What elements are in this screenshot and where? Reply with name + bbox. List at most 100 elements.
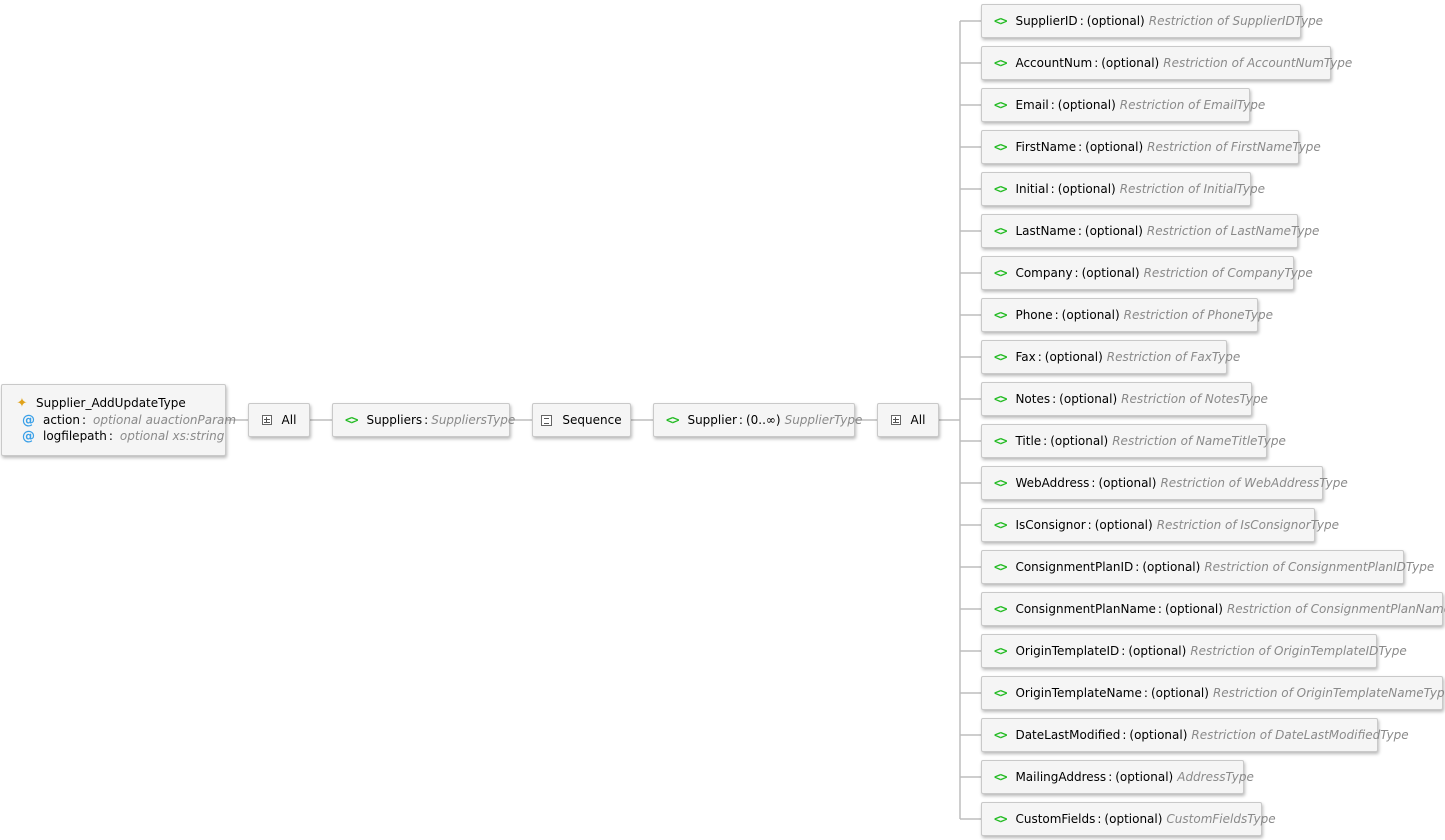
element-name: DateLastModified xyxy=(1015,728,1121,742)
element-type: Restriction of NotesType xyxy=(1121,392,1268,406)
element-name: OriginTemplateID xyxy=(1015,644,1120,658)
element-type: SupplierType xyxy=(784,413,863,427)
element-type: Restriction of ConsignmentPlanIDType xyxy=(1204,560,1435,574)
element-name: MailingAddress xyxy=(1015,770,1107,784)
element-occurrence: (optional) xyxy=(1164,602,1223,616)
attribute-colon: : xyxy=(108,429,113,443)
attribute-name: action xyxy=(43,413,80,427)
element-box-accountnum[interactable]: <>AccountNum:(optional)Restriction of Ac… xyxy=(981,46,1352,80)
element-name: CustomFields xyxy=(1015,812,1096,826)
element-occurrence: (optional) xyxy=(1094,518,1153,532)
sequence-compositor-icon xyxy=(541,414,553,426)
root-complex-type-box[interactable]: ✦ Supplier_AddUpdateType @ action : opti… xyxy=(1,384,236,456)
element-name: Company xyxy=(1015,266,1073,280)
element-icon: <> xyxy=(994,182,1007,196)
element-name: IsConsignor xyxy=(1015,518,1086,532)
element-colon: : xyxy=(1087,518,1092,532)
element-icon: <> xyxy=(994,602,1007,616)
element-colon: : xyxy=(1050,98,1055,112)
element-occurrence: (optional) xyxy=(1044,350,1103,364)
element-occurrence: (optional) xyxy=(1084,224,1143,238)
element-colon: : xyxy=(1050,182,1055,196)
element-colon: : xyxy=(1074,266,1079,280)
element-icon: <> xyxy=(994,224,1007,238)
element-box-title[interactable]: <>Title:(optional)Restriction of NameTit… xyxy=(981,424,1286,458)
element-type: Restriction of OriginTemplateNameType xyxy=(1212,686,1445,700)
element-icon: <> xyxy=(345,413,358,427)
attribute-row[interactable]: @ logfilepath : optional xs:string xyxy=(14,428,224,444)
element-box-isconsignor[interactable]: <>IsConsignor:(optional)Restriction of I… xyxy=(981,508,1339,542)
element-colon: : xyxy=(1091,476,1096,490)
element-type: Restriction of InitialType xyxy=(1119,182,1266,196)
element-type: Restriction of DateLastModifiedType xyxy=(1191,728,1409,742)
element-box-supplier[interactable]: <> Supplier : (0..∞) SupplierType xyxy=(653,403,862,437)
sequence-compositor-box[interactable]: Sequence xyxy=(532,403,631,437)
element-colon: : xyxy=(1135,560,1140,574)
element-occurrence: (optional) xyxy=(1057,182,1116,196)
element-colon: : xyxy=(1157,602,1162,616)
element-colon: : xyxy=(1078,140,1083,154)
element-box-origintemplateid[interactable]: <>OriginTemplateID:(optional)Restriction… xyxy=(981,634,1407,668)
compositor-label: All xyxy=(281,413,297,427)
element-type: Restriction of NameTitleType xyxy=(1112,434,1286,448)
element-box-firstname[interactable]: <>FirstName:(optional)Restriction of Fir… xyxy=(981,130,1321,164)
element-box-lastname[interactable]: <>LastName:(optional)Restriction of Last… xyxy=(981,214,1319,248)
element-box-phone[interactable]: <>Phone:(optional)Restriction of PhoneTy… xyxy=(981,298,1273,332)
element-colon: : xyxy=(1097,812,1102,826)
element-name: ConsignmentPlanID xyxy=(1015,560,1134,574)
compositor-label: Sequence xyxy=(562,413,622,427)
attribute-name: logfilepath xyxy=(43,429,107,443)
element-box-email[interactable]: <>Email:(optional)Restriction of EmailTy… xyxy=(981,88,1265,122)
element-name: OriginTemplateName xyxy=(1015,686,1142,700)
element-occurrence: (optional) xyxy=(1150,686,1209,700)
element-occurrence: (optional) xyxy=(1085,140,1144,154)
element-type: Restriction of FaxType xyxy=(1106,350,1241,364)
attribute-type: auactionParam xyxy=(145,413,237,427)
element-colon: : xyxy=(424,413,429,427)
element-type: Restriction of OriginTemplateIDType xyxy=(1190,644,1407,658)
element-box-consignmentplanname[interactable]: <>ConsignmentPlanName:(optional)Restrict… xyxy=(981,592,1445,626)
element-occurrence: (optional) xyxy=(1101,56,1160,70)
element-occurrence: (optional) xyxy=(1086,14,1145,28)
element-box-datelastmodified[interactable]: <>DateLastModified:(optional)Restriction… xyxy=(981,718,1409,752)
element-icon: <> xyxy=(994,56,1007,70)
element-occurrence: (optional) xyxy=(1081,266,1140,280)
element-name: AccountNum xyxy=(1015,56,1093,70)
element-box-consignmentplanid[interactable]: <> ConsignmentPlanID:(optional)Restrictio… xyxy=(981,550,1434,584)
element-icon: <> xyxy=(994,434,1007,448)
all-compositor-box[interactable]: All xyxy=(877,403,939,437)
element-name: Initial xyxy=(1015,182,1049,196)
element-colon: : xyxy=(738,413,743,427)
element-box-supplierid[interactable]: <>SupplierID:(optional)Restriction of Su… xyxy=(981,4,1323,38)
element-name: Supplier xyxy=(687,413,737,427)
element-box-notes[interactable]: <>Notes:(optional)Restriction of NotesTy… xyxy=(981,382,1268,416)
element-icon: <> xyxy=(994,560,1007,574)
element-colon: : xyxy=(1054,308,1059,322)
element-box-mailingaddress[interactable]: <>MailingAddress:(optional)AddressType xyxy=(981,760,1254,794)
element-box-origintemplatename[interactable]: <>OriginTemplateName:(optional)Restricti… xyxy=(981,676,1445,710)
element-colon: : xyxy=(1122,728,1127,742)
element-box-suppliers[interactable]: <> Suppliers : SuppliersType xyxy=(332,403,515,437)
element-occurrence: (optional) xyxy=(1129,728,1188,742)
element-type: SuppliersType xyxy=(431,413,516,427)
element-type: Restriction of SupplierIDType xyxy=(1148,14,1324,28)
attribute-icon: @ xyxy=(22,412,35,428)
element-box-fax[interactable]: <>Fax:(optional)Restriction of FaxType xyxy=(981,340,1240,374)
attribute-row[interactable]: @ action : optional auactionParam xyxy=(14,412,236,428)
element-type: Restriction of EmailType xyxy=(1119,98,1266,112)
element-box-webaddress[interactable]: <>WebAddress:(optional)Restriction of We… xyxy=(981,466,1348,500)
element-type: CustomFieldsType xyxy=(1166,812,1276,826)
element-icon: <> xyxy=(994,644,1007,658)
element-occurrence: (0..∞) xyxy=(745,413,781,427)
element-occurrence: (optional) xyxy=(1098,476,1157,490)
element-colon: : xyxy=(1143,686,1148,700)
element-box-company[interactable]: <>Company:(optional)Restriction of Compa… xyxy=(981,256,1313,290)
element-box-initial[interactable]: <> Initial:(optional)Restriction of Initi… xyxy=(981,172,1265,206)
all-compositor-box[interactable]: All xyxy=(248,403,310,437)
element-name: LastName xyxy=(1015,224,1076,238)
element-box-customfields[interactable]: <>CustomFields:(optional)CustomFieldsTyp… xyxy=(981,802,1276,836)
element-icon: <> xyxy=(994,140,1007,154)
complex-type-icon: ✦ xyxy=(16,395,28,411)
element-occurrence: (optional) xyxy=(1142,560,1201,574)
